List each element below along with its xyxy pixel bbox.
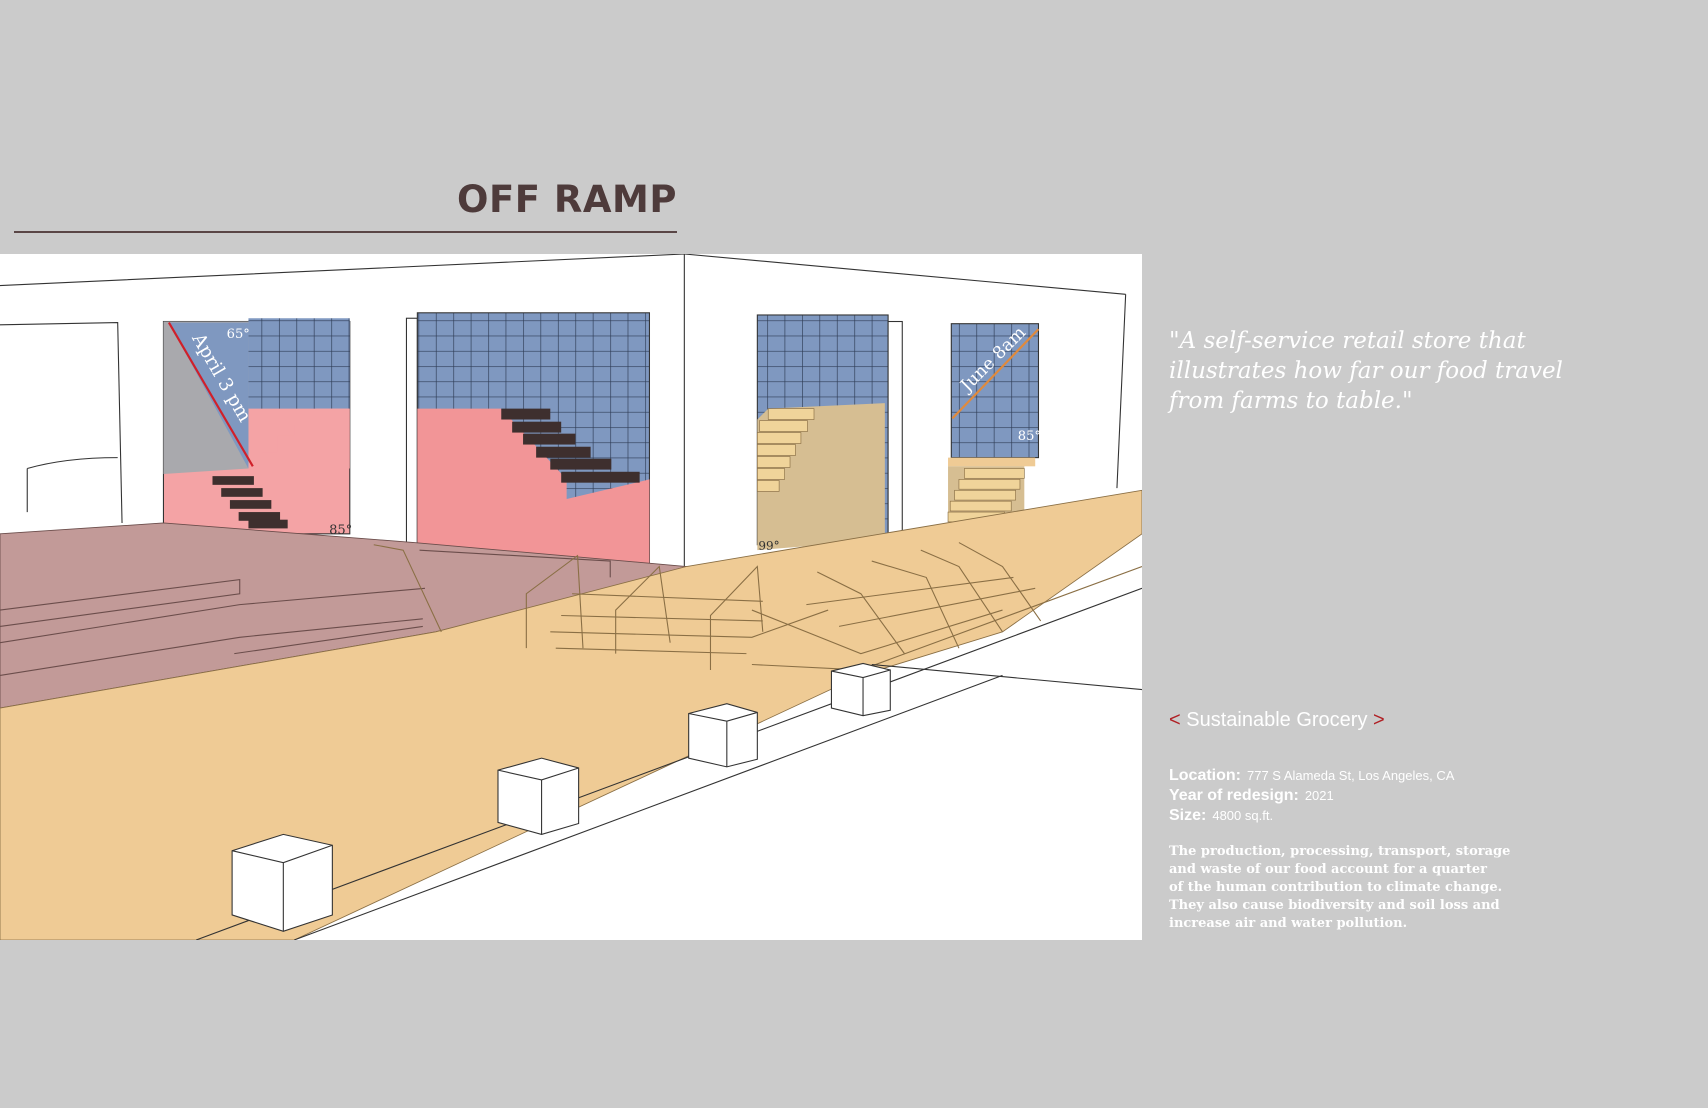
- angle-label: 65°: [227, 327, 250, 342]
- detail-location: Location: 777 S Alameda St, Los Angeles, …: [1169, 766, 1454, 786]
- detail-size: Size: 4800 sq.ft.: [1169, 806, 1454, 826]
- description-line: and waste of our food account for a quar…: [1169, 862, 1487, 877]
- detail-value: 777 S Alameda St, Los Angeles, CA: [1247, 768, 1455, 783]
- bollard-cubes: [231, 662, 891, 932]
- description-line: The production, processing, transport, s…: [1169, 844, 1511, 859]
- architectural-illustration: 65° April 3 pm 85° 99° June 8am 85°: [0, 253, 1143, 941]
- window-april: 65° April 3 pm 85°: [162, 318, 352, 538]
- description-line: They also cause biodiversity and soil lo…: [1169, 898, 1500, 913]
- next-project-button[interactable]: >: [1373, 709, 1385, 731]
- detail-label: Size:: [1169, 807, 1207, 824]
- window-tan: 99°: [756, 314, 903, 553]
- prev-project-button[interactable]: <: [1169, 709, 1181, 731]
- angle-label: 85°: [1018, 429, 1041, 444]
- detail-year: Year of redesign: 2021: [1169, 786, 1454, 806]
- window-center: [405, 312, 651, 568]
- detail-label: Location:: [1169, 767, 1241, 784]
- title-underline: [14, 231, 677, 233]
- description-line: increase air and water pollution.: [1169, 916, 1408, 931]
- project-nav: < Sustainable Grocery >: [1169, 709, 1385, 732]
- project-description: The production, processing, transport, s…: [1169, 843, 1529, 933]
- detail-label: Year of redesign:: [1169, 787, 1299, 804]
- project-name: Sustainable Grocery: [1186, 709, 1368, 731]
- project-quote: "A self-service retail store that illust…: [1169, 328, 1563, 414]
- description-line: of the human contribution to climate cha…: [1169, 880, 1503, 895]
- project-details: Location: 777 S Alameda St, Los Angeles, …: [1169, 766, 1454, 826]
- page-title: OFF RAMP: [457, 178, 677, 221]
- detail-value: 2021: [1304, 788, 1334, 803]
- angle-label: 99°: [758, 539, 779, 553]
- detail-value: 4800 sq.ft.: [1212, 808, 1274, 823]
- angle-label: 85°: [329, 523, 352, 538]
